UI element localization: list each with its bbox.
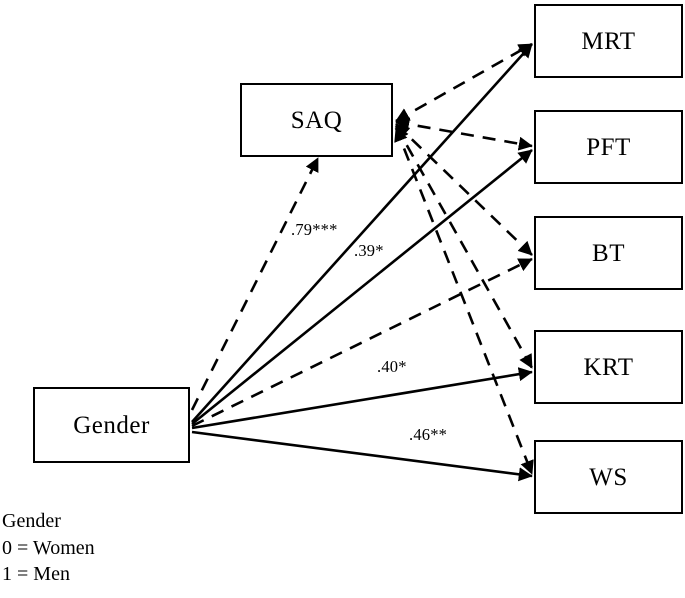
node-mrt-label: MRT — [581, 27, 636, 55]
edge-gender-ws — [191, 430, 533, 482]
edge-saq-krt — [394, 125, 534, 369]
node-ws-label: WS — [589, 463, 628, 491]
legend-line-men: 1 = Men — [2, 563, 70, 586]
node-saq[interactable]: SAQ — [240, 83, 393, 157]
node-saq-label: SAQ — [290, 106, 343, 134]
node-pft[interactable]: PFT — [534, 110, 683, 184]
edge-gender-pft — [191, 148, 533, 426]
legend-title: Gender — [2, 510, 61, 532]
edge-gender-krt — [191, 367, 533, 430]
node-gender[interactable]: Gender — [33, 387, 190, 463]
path-coefficient-gender-saq: .79*** — [291, 220, 338, 239]
edge-gender-saq — [190, 157, 320, 411]
legend: Gender 0 = Women 1 = Men — [2, 508, 95, 588]
node-krt-label: KRT — [583, 353, 634, 381]
node-krt[interactable]: KRT — [534, 330, 683, 404]
path-coefficient-gender-krt: .40* — [377, 357, 407, 376]
node-mrt[interactable]: MRT — [534, 4, 683, 78]
path-coefficient-gender-ws: .46** — [409, 425, 448, 444]
edges-group — [190, 42, 534, 482]
node-gender-label: Gender — [73, 411, 150, 439]
edge-saq-mrt — [395, 42, 533, 123]
node-bt-label: BT — [592, 239, 625, 267]
path-coefficient-gender-mrt: .39* — [354, 241, 384, 260]
edge-saq-ws — [394, 127, 534, 475]
node-ws[interactable]: WS — [534, 440, 683, 514]
legend-line-women: 0 = Women — [2, 536, 95, 559]
node-pft-label: PFT — [586, 133, 631, 161]
node-bt[interactable]: BT — [534, 216, 683, 290]
